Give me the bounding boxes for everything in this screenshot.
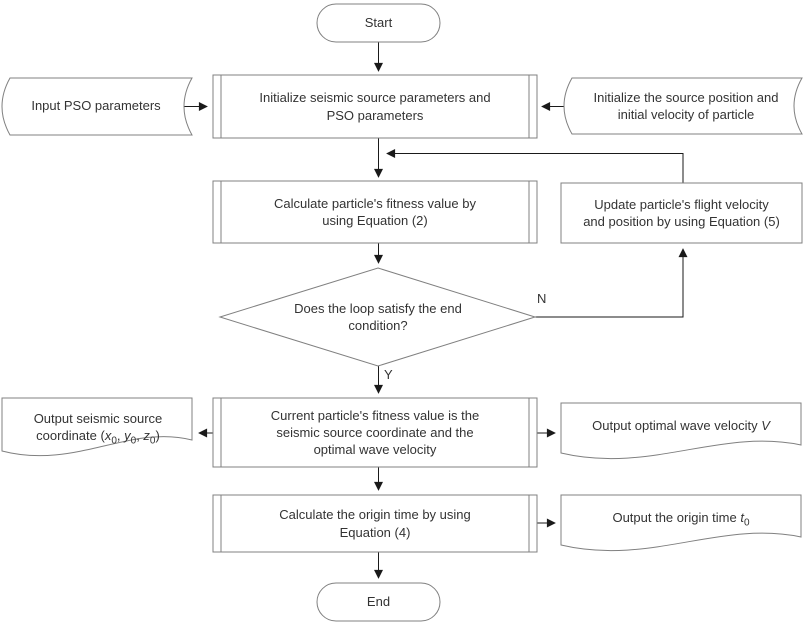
decision-diamond-shape bbox=[218, 267, 537, 367]
update-velocity-label: Update particle's flight velocity and po… bbox=[583, 196, 780, 229]
output-coord-document-shape bbox=[1, 397, 193, 457]
input-pso-label: Input PSO parameters bbox=[31, 98, 161, 114]
calc-origin-process-shape bbox=[212, 494, 538, 553]
output-velocity-document-shape bbox=[560, 402, 802, 460]
output-velocity-label: Output optimal wave velocity V bbox=[592, 418, 770, 434]
decision-label: Does the loop satisfy the end condition? bbox=[294, 300, 462, 333]
calc-fitness-label: Calculate particle's fitness value by us… bbox=[274, 195, 476, 228]
output-time-label: Output the origin time t0 bbox=[612, 510, 750, 530]
init-main-label: Initialize seismic source parameters and… bbox=[259, 90, 491, 123]
output-coord-label: Output seismic source coordinate (x0, y0… bbox=[33, 410, 163, 447]
end-label: End bbox=[366, 594, 391, 610]
current-fitness-process-shape bbox=[212, 397, 538, 468]
edge-decision-no-to-update bbox=[535, 248, 688, 318]
input-pso-storeddata-shape bbox=[1, 77, 193, 136]
decision-no-label: N bbox=[537, 291, 547, 306]
edge-update-feedback bbox=[386, 149, 684, 183]
end-terminator-shape bbox=[316, 582, 441, 622]
decision-yes-label: Y bbox=[384, 367, 393, 382]
init-main-process-shape bbox=[212, 74, 538, 139]
output-time-document-shape bbox=[560, 494, 802, 552]
init-particle-label: Initialize the source position and initi… bbox=[593, 89, 779, 122]
calc-fitness-process-shape bbox=[212, 180, 538, 244]
current-fitness-label: Current particle's fitness value is the … bbox=[270, 407, 480, 458]
update-velocity-process-shape bbox=[560, 182, 803, 244]
start-terminator-shape bbox=[316, 3, 441, 43]
init-particle-storeddata-shape bbox=[563, 77, 803, 135]
calc-origin-label: Calculate the origin time by using Equat… bbox=[279, 507, 471, 540]
start-label: Start bbox=[364, 15, 393, 31]
